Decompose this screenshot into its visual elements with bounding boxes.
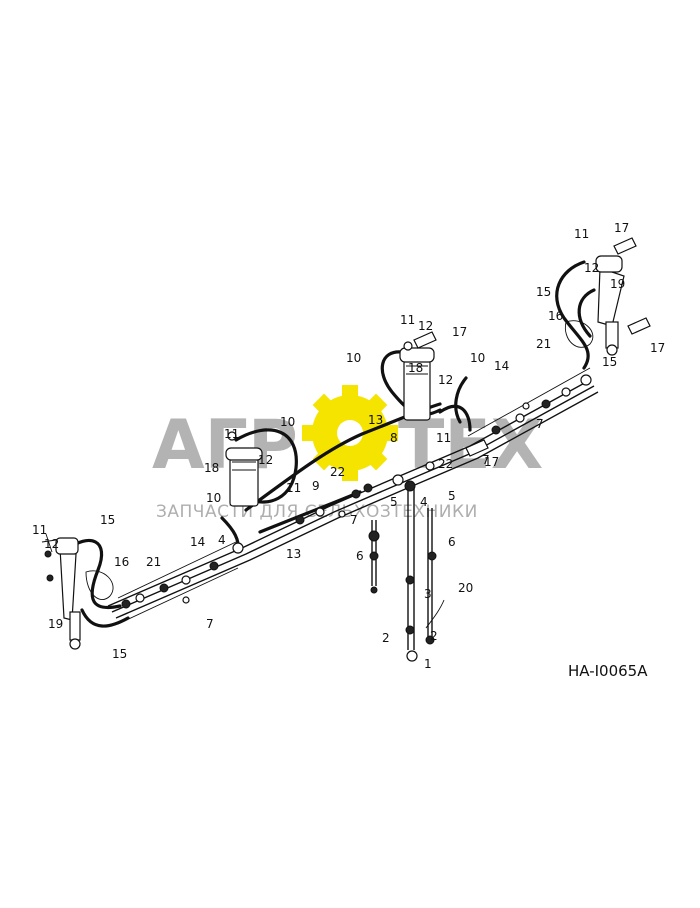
callout-label: 21 bbox=[146, 555, 161, 569]
callout-label: 12 bbox=[258, 453, 273, 467]
fittings bbox=[121, 374, 592, 662]
cylinder-left bbox=[41, 533, 81, 650]
callout-label: 5 bbox=[390, 495, 398, 509]
hydraulic-hoses bbox=[64, 260, 596, 650]
cylinder-center bbox=[399, 341, 435, 421]
callout-label: 4 bbox=[218, 533, 226, 547]
callout-label: 18 bbox=[204, 461, 219, 475]
callout-label: 10 bbox=[280, 415, 295, 429]
callout-label: 14 bbox=[190, 535, 205, 549]
callout-label: 11 bbox=[224, 427, 239, 441]
callout-label: 8 bbox=[390, 431, 398, 445]
callout-label: 7 bbox=[536, 417, 544, 431]
callout-label: 12 bbox=[438, 373, 453, 387]
callout-label: 5 bbox=[448, 489, 456, 503]
main-tube-bundle bbox=[107, 367, 599, 625]
callout-label: 3 bbox=[424, 587, 432, 601]
callout-label: 12 bbox=[44, 537, 59, 551]
callout-label: 11 bbox=[574, 227, 589, 241]
callout-label: 18 bbox=[408, 361, 423, 375]
callout-label: 17 bbox=[484, 455, 499, 469]
watermark-gear-icon bbox=[302, 385, 398, 481]
callout-label: 17 bbox=[614, 221, 629, 235]
callout-label: 9 bbox=[312, 479, 320, 493]
callout-label: 10 bbox=[470, 351, 485, 365]
callout-label: 14 bbox=[494, 359, 509, 373]
callout-label: 19 bbox=[48, 617, 63, 631]
callout-label: 12 bbox=[584, 261, 599, 275]
callout-label: 15 bbox=[602, 355, 617, 369]
callout-label: 4 bbox=[420, 495, 428, 509]
watermark-brand-left: АГР bbox=[152, 406, 298, 485]
callout-label: 13 bbox=[286, 547, 301, 561]
callout-label: 20 bbox=[458, 581, 473, 595]
callout-label: 1 bbox=[424, 657, 432, 671]
callout-label: 7 bbox=[350, 513, 358, 527]
callout-label: 15 bbox=[100, 513, 115, 527]
callout-label: 19 bbox=[610, 277, 625, 291]
callout-label: 21 bbox=[536, 337, 551, 351]
callout-label: 7 bbox=[206, 617, 214, 631]
callout-label: 13 bbox=[368, 413, 383, 427]
callout-label: 12 bbox=[418, 319, 433, 333]
cylinder-left-middle bbox=[225, 431, 263, 507]
callout-label: 16 bbox=[548, 309, 563, 323]
callout-label: 22 bbox=[330, 465, 345, 479]
drawing-code: HA-I0065A bbox=[568, 662, 648, 680]
callout-label: 6 bbox=[448, 535, 456, 549]
hydraulic-cylinders bbox=[41, 255, 625, 650]
callout-label: 11 bbox=[286, 481, 301, 495]
callout-label: 22 bbox=[438, 457, 453, 471]
callout-label: 11 bbox=[436, 431, 451, 445]
callout-label: 15 bbox=[536, 285, 551, 299]
callout-label: 17 bbox=[452, 325, 467, 339]
callout-label: 6 bbox=[356, 549, 364, 563]
callout-label: 17 bbox=[650, 341, 665, 355]
callout-label: 15 bbox=[112, 647, 127, 661]
callout-label: 10 bbox=[206, 491, 221, 505]
cylinder-right bbox=[595, 255, 625, 356]
callout-label: 11 bbox=[32, 523, 47, 537]
callout-label: 2 bbox=[382, 631, 390, 645]
pins bbox=[413, 237, 651, 457]
callout-label: 16 bbox=[114, 555, 129, 569]
callout-label: 7 bbox=[482, 453, 490, 467]
callout-label: 11 bbox=[400, 313, 415, 327]
callout-label: 2 bbox=[430, 629, 438, 643]
callout-label: 10 bbox=[346, 351, 361, 365]
